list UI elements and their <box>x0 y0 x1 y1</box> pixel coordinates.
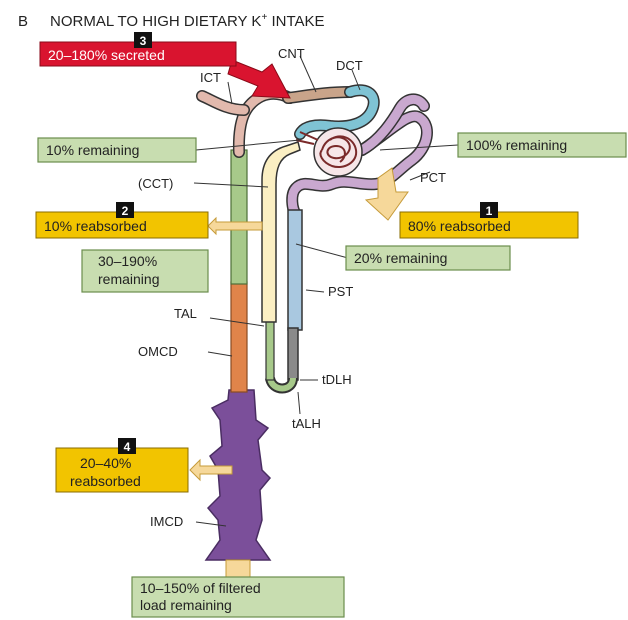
talh-segment <box>266 320 274 380</box>
label-pct: PCT <box>420 170 446 185</box>
title-text: NORMAL TO HIGH DIETARY K+ INTAKE <box>50 12 325 30</box>
imcd-segment <box>206 390 270 560</box>
callout-step2: 2 10% reabsorbed <box>36 202 208 238</box>
svg-text:3: 3 <box>140 34 147 48</box>
svg-text:4: 4 <box>124 440 131 454</box>
label-ict: ICT <box>200 70 221 85</box>
diagram-title: B NORMAL TO HIGH DIETARY K+ INTAKE <box>18 12 325 30</box>
remaining-20: 20% remaining <box>346 246 510 270</box>
label-imcd: IMCD <box>150 514 183 529</box>
label-cct: (CCT) <box>138 176 173 191</box>
svg-text:10% reabsorbed: 10% reabsorbed <box>44 218 147 234</box>
svg-text:remaining: remaining <box>98 271 159 287</box>
omcd-segment <box>231 282 247 392</box>
svg-text:80% reabsorbed: 80% reabsorbed <box>408 218 511 234</box>
ccd-segment <box>231 150 247 284</box>
remaining-10: 10% remaining <box>38 138 196 162</box>
label-talh: tALH <box>292 416 321 431</box>
svg-text:20–40%: 20–40% <box>80 455 131 471</box>
pst-segment <box>288 210 302 330</box>
svg-text:10–150% of filtered: 10–150% of filtered <box>140 580 261 596</box>
remaining-100: 100% remaining <box>458 133 626 157</box>
callout-step1: 1 80% reabsorbed <box>400 202 578 238</box>
label-pst: PST <box>328 284 353 299</box>
svg-text:30–190%: 30–190% <box>98 253 157 269</box>
svg-text:2: 2 <box>122 204 129 218</box>
callout-step4: 4 20–40% reabsorbed <box>56 438 188 492</box>
panel-letter: B <box>18 13 28 30</box>
tdlh-segment <box>288 328 298 380</box>
label-omcd: OMCD <box>138 344 178 359</box>
label-tdlh: tDLH <box>322 372 352 387</box>
glomerulus <box>296 128 362 176</box>
remaining-final: 10–150% of filtered load remaining <box>132 577 344 617</box>
secretion-arrow <box>228 60 290 98</box>
svg-text:20% remaining: 20% remaining <box>354 250 447 266</box>
remaining-30-190: 30–190% remaining <box>82 250 208 292</box>
callout-step3: 3 20–180% secreted <box>40 32 236 66</box>
svg-text:1: 1 <box>486 204 493 218</box>
label-dct: DCT <box>336 58 363 73</box>
svg-text:10% remaining: 10% remaining <box>46 142 139 158</box>
svg-text:100% remaining: 100% remaining <box>466 137 567 153</box>
svg-text:load remaining: load remaining <box>140 597 232 613</box>
svg-text:reabsorbed: reabsorbed <box>70 473 141 489</box>
label-tal: TAL <box>174 306 197 321</box>
svg-text:20–180% secreted: 20–180% secreted <box>48 47 165 63</box>
label-cnt: CNT <box>278 46 305 61</box>
